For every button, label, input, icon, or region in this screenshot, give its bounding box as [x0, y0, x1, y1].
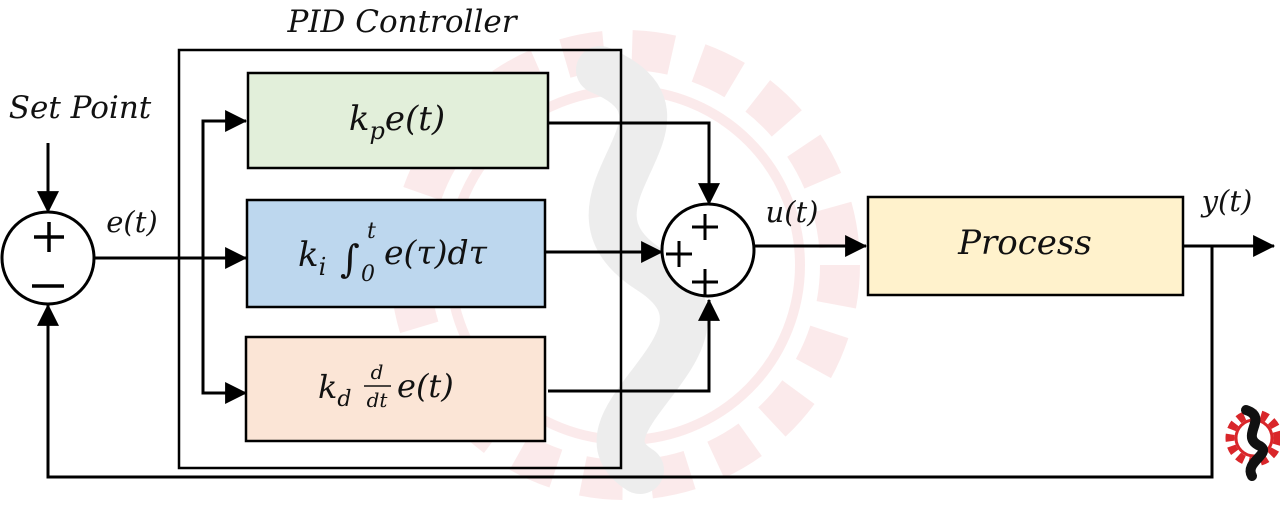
process-block: Process [866, 195, 1185, 297]
integral-gain: k [298, 235, 319, 275]
derivative-output-arrow [548, 298, 720, 393]
svg-text:ki: ki [298, 235, 326, 281]
derivative-subscript: d [337, 387, 351, 412]
brand-logo [1225, 405, 1280, 481]
derivative-term: e(t) [397, 367, 454, 405]
output-summing-junction [660, 202, 756, 298]
derivative-numerator: d [371, 360, 384, 384]
error-signal-label: e(t) [106, 205, 157, 239]
derivative-denominator: dt [367, 388, 389, 412]
error-summing-junction [0, 210, 96, 306]
integral-subscript: i [319, 253, 327, 281]
proportional-term: e(t) [385, 99, 445, 139]
svg-text:kpe(t): kpe(t) [349, 99, 445, 145]
derivative-gain: k [318, 368, 337, 406]
control-signal-label: u(t) [766, 195, 819, 229]
proportional-subscript: p [369, 117, 384, 145]
svg-text:kd: kd [318, 368, 351, 412]
output-signal-label: y(t) [1200, 184, 1253, 218]
integral-upper-limit: t [367, 219, 376, 244]
proportional-gain: k [349, 99, 370, 139]
proportional-output-arrow [548, 121, 720, 206]
signal-wires [37, 110, 1276, 479]
set-point-label: Set Point [9, 90, 152, 126]
integral-block: ki ∫ t 0 e(τ)dτ [245, 198, 547, 309]
proportional-block: kpe(t) [246, 71, 550, 170]
pid-controller-title: PID Controller [286, 4, 518, 40]
feedback-path [37, 246, 1214, 479]
integral-term: e(τ)dτ [384, 233, 488, 272]
process-label: Process [957, 223, 1092, 263]
error-to-derivative-arrow [201, 258, 248, 404]
integral-sign: ∫ [340, 237, 360, 281]
derivative-block: kd d dt e(t) [244, 335, 547, 443]
integral-lower-limit: 0 [361, 262, 375, 287]
error-to-proportional-arrow [201, 110, 248, 258]
